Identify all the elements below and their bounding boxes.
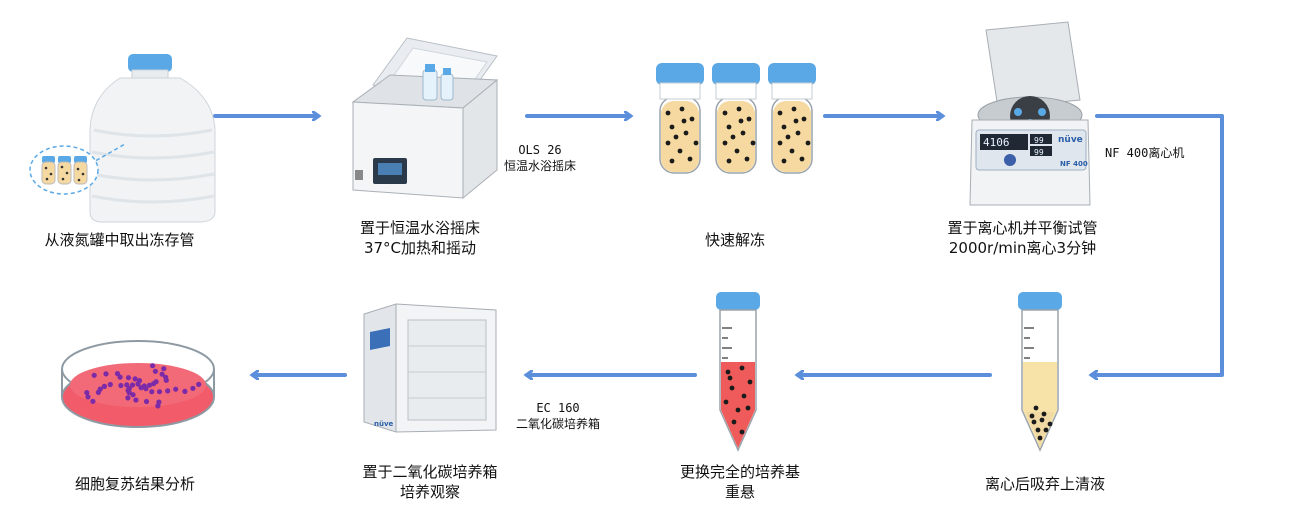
- step-2-line-2: 37°C加热和摇动: [363, 239, 477, 257]
- step-5-label: 离心后吸弃上清液: [960, 474, 1130, 494]
- resuspended-tube-image: [716, 292, 760, 452]
- step-2-line-1: 置于恒温水浴摇床: [359, 219, 480, 237]
- step-4-line-1: 置于离心机并平衡试管: [947, 219, 1098, 237]
- incubator-brand: nüve: [374, 420, 394, 428]
- vial-3: [768, 63, 816, 174]
- step-2-label: 置于恒温水浴摇床 37°C加热和摇动: [335, 218, 505, 258]
- step-7-line-2: 培养观察: [399, 483, 460, 501]
- water-bath-shaker-image: [351, 37, 499, 200]
- incubator-caption: EC 160 二氧化碳培养箱: [498, 400, 618, 432]
- centrifuge-panel-model: NF 400: [1060, 160, 1088, 168]
- step-6-line-2: 重悬: [724, 483, 755, 501]
- centrifuged-tube-image: [1018, 292, 1062, 452]
- incubator-model: EC 160: [536, 401, 580, 415]
- liquid-nitrogen-tank-image: [29, 54, 216, 223]
- step-3-label: 快速解冻: [660, 230, 810, 250]
- water-bath-model: OLS 26: [518, 143, 562, 157]
- centrifuge-speed-display: 4106: [983, 136, 1010, 149]
- step-5-line-1: 离心后吸弃上清液: [984, 475, 1105, 493]
- centrifuge-display-a: 99: [1034, 136, 1044, 145]
- centrifuge-display-b: 99: [1034, 148, 1044, 157]
- centrifuge-image: nüve NF 400 4106 99 99: [969, 21, 1091, 206]
- co2-incubator-image: nüve: [363, 303, 497, 433]
- water-bath-caption: OLS 26 恒温水浴摇床: [480, 142, 600, 174]
- vial-2: [712, 63, 760, 174]
- incubator-name: 二氧化碳培养箱: [515, 417, 600, 431]
- centrifuge-caption: NF 400离心机: [1105, 145, 1215, 161]
- step-6-line-1: 更换完全的培养基: [679, 463, 800, 481]
- step-6-label: 更换完全的培养基 重悬: [660, 462, 820, 502]
- arrow-4-5: [1092, 114, 1224, 375]
- step-7-line-1: 置于二氧化碳培养箱: [362, 463, 498, 481]
- vial-1: [656, 63, 704, 174]
- step-8-line-1: 细胞复苏结果分析: [74, 475, 195, 493]
- step-1-line-1: 从液氮罐中取出冻存管: [44, 231, 195, 249]
- step-7-label: 置于二氧化碳培养箱 培养观察: [345, 462, 515, 502]
- step-4-line-2: 2000r/min离心3分钟: [948, 239, 1097, 257]
- thawing-vials-image: [656, 63, 816, 174]
- water-bath-name: 恒温水浴摇床: [503, 159, 576, 173]
- centrifuge-brand: nüve: [1058, 135, 1083, 145]
- centrifuge-model: NF 400离心机: [1105, 146, 1185, 160]
- step-4-label: 置于离心机并平衡试管 2000r/min离心3分钟: [935, 218, 1110, 258]
- step-3-line-1: 快速解冻: [704, 231, 765, 249]
- step-1-label: 从液氮罐中取出冻存管: [32, 230, 207, 250]
- petri-dish-image: [61, 340, 215, 428]
- step-8-label: 细胞复苏结果分析: [50, 474, 220, 494]
